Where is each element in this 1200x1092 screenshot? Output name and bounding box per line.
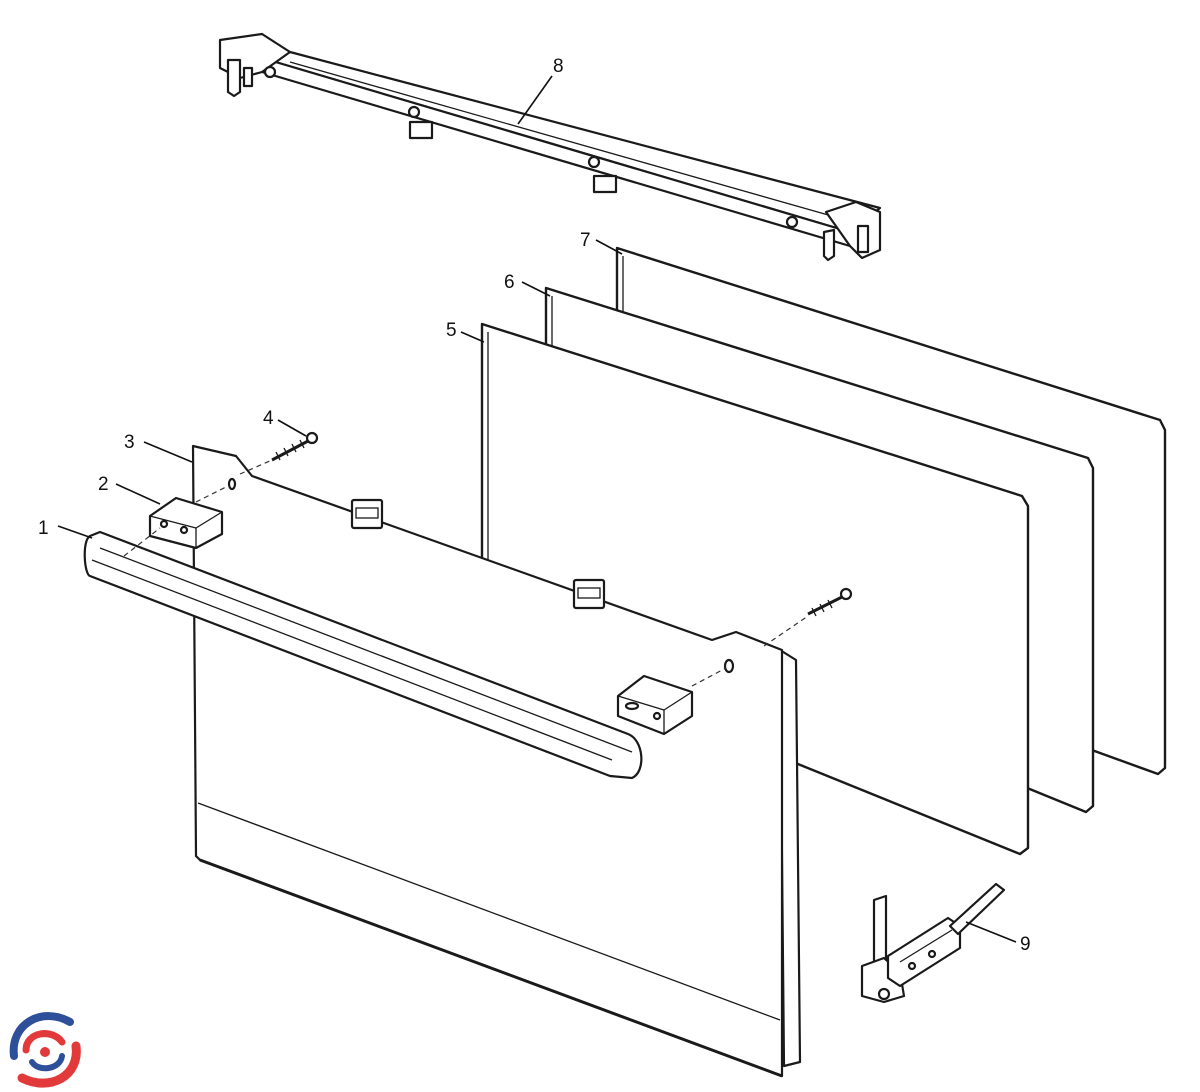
part-2-handle-bracket: [148, 496, 224, 550]
callout-6: 6: [504, 272, 515, 293]
callout-9: 9: [1020, 934, 1031, 955]
leader-lines: [57, 75, 1017, 943]
callout-3: 3: [124, 432, 135, 453]
part-2-handle-bracket-right: [616, 674, 694, 736]
callout-1: 1: [38, 518, 49, 539]
assembly-guide-lines: [123, 459, 809, 687]
callout-2: 2: [98, 474, 109, 495]
spiral-logo-icon: [8, 1012, 81, 1088]
part-4-screw: [271, 431, 319, 462]
callout-8: 8: [553, 56, 564, 77]
part-3-outer-door: [191, 444, 802, 1078]
callout-5: 5: [446, 320, 457, 341]
part-4-screw-right: [807, 587, 853, 617]
callout-4: 4: [263, 408, 274, 429]
part-9-hinge: [860, 882, 1006, 1004]
part-1-handle: [83, 530, 643, 780]
callout-7: 7: [580, 230, 591, 251]
part-8-top-rail: [218, 32, 882, 262]
